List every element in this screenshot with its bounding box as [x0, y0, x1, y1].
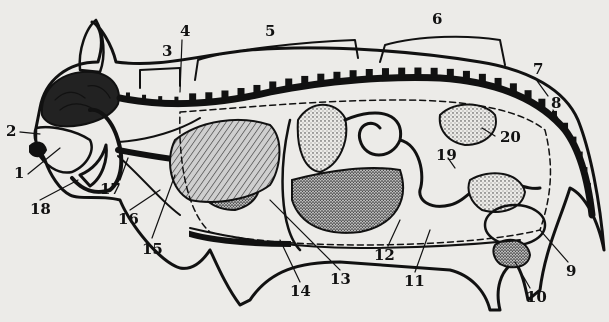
- label-9: 9: [566, 262, 576, 280]
- label-8: 8: [551, 94, 561, 112]
- label-4: 4: [180, 22, 190, 40]
- vertebra: [350, 70, 357, 80]
- vertebra: [221, 90, 228, 100]
- label-14: 14: [290, 282, 311, 300]
- sternum: [190, 232, 290, 246]
- vertebra: [382, 68, 389, 78]
- vertebra: [414, 68, 421, 78]
- vertebra: [142, 95, 146, 101]
- bracket-3: [140, 68, 180, 88]
- label-1: 1: [14, 164, 24, 182]
- vertebra: [366, 69, 373, 79]
- nostril: [30, 143, 46, 157]
- label-15: 15: [142, 240, 163, 258]
- vertebra: [285, 79, 292, 89]
- vertebra: [158, 96, 162, 102]
- vertebra: [398, 68, 405, 78]
- vertebra: [586, 183, 591, 190]
- vertebra: [538, 99, 545, 109]
- vertebra: [582, 167, 587, 174]
- label-5: 5: [265, 22, 275, 40]
- vertebra: [301, 76, 308, 86]
- label-16: 16: [118, 210, 139, 228]
- label-2: 2: [6, 122, 16, 140]
- label-7: 7: [533, 60, 543, 78]
- label-19: 19: [436, 146, 457, 164]
- vertebra: [253, 85, 260, 95]
- stomach: [298, 105, 347, 172]
- vertebra: [510, 83, 517, 93]
- label-3: 3: [162, 42, 172, 60]
- reproductive-organ: [493, 240, 530, 267]
- vertebra: [189, 93, 196, 103]
- vertebra: [447, 69, 454, 79]
- vertebra: [126, 92, 130, 98]
- vertebra: [174, 97, 178, 103]
- label-18: 18: [30, 200, 51, 218]
- vertebra: [479, 74, 486, 84]
- label-10: 10: [526, 288, 547, 306]
- rectum: [485, 205, 545, 245]
- vertebra: [237, 88, 244, 98]
- label-20: 20: [500, 128, 521, 146]
- vertebra: [588, 199, 593, 206]
- vertebra: [578, 152, 583, 159]
- label-13: 13: [330, 270, 351, 288]
- vertebra: [463, 71, 470, 81]
- kidney: [440, 104, 496, 145]
- vertebra: [333, 72, 340, 82]
- vertebra: [269, 81, 276, 91]
- vertebra: [431, 68, 438, 78]
- label-12: 12: [374, 246, 395, 264]
- vertebra: [571, 137, 576, 144]
- label-6: 6: [432, 10, 442, 28]
- vertebra: [205, 92, 212, 102]
- vertebra: [317, 74, 324, 84]
- label-11: 11: [404, 272, 425, 290]
- liver: [292, 168, 403, 233]
- lungs: [170, 120, 279, 202]
- label-17: 17: [100, 180, 121, 198]
- vertebra: [525, 90, 532, 100]
- vertebra: [495, 78, 502, 88]
